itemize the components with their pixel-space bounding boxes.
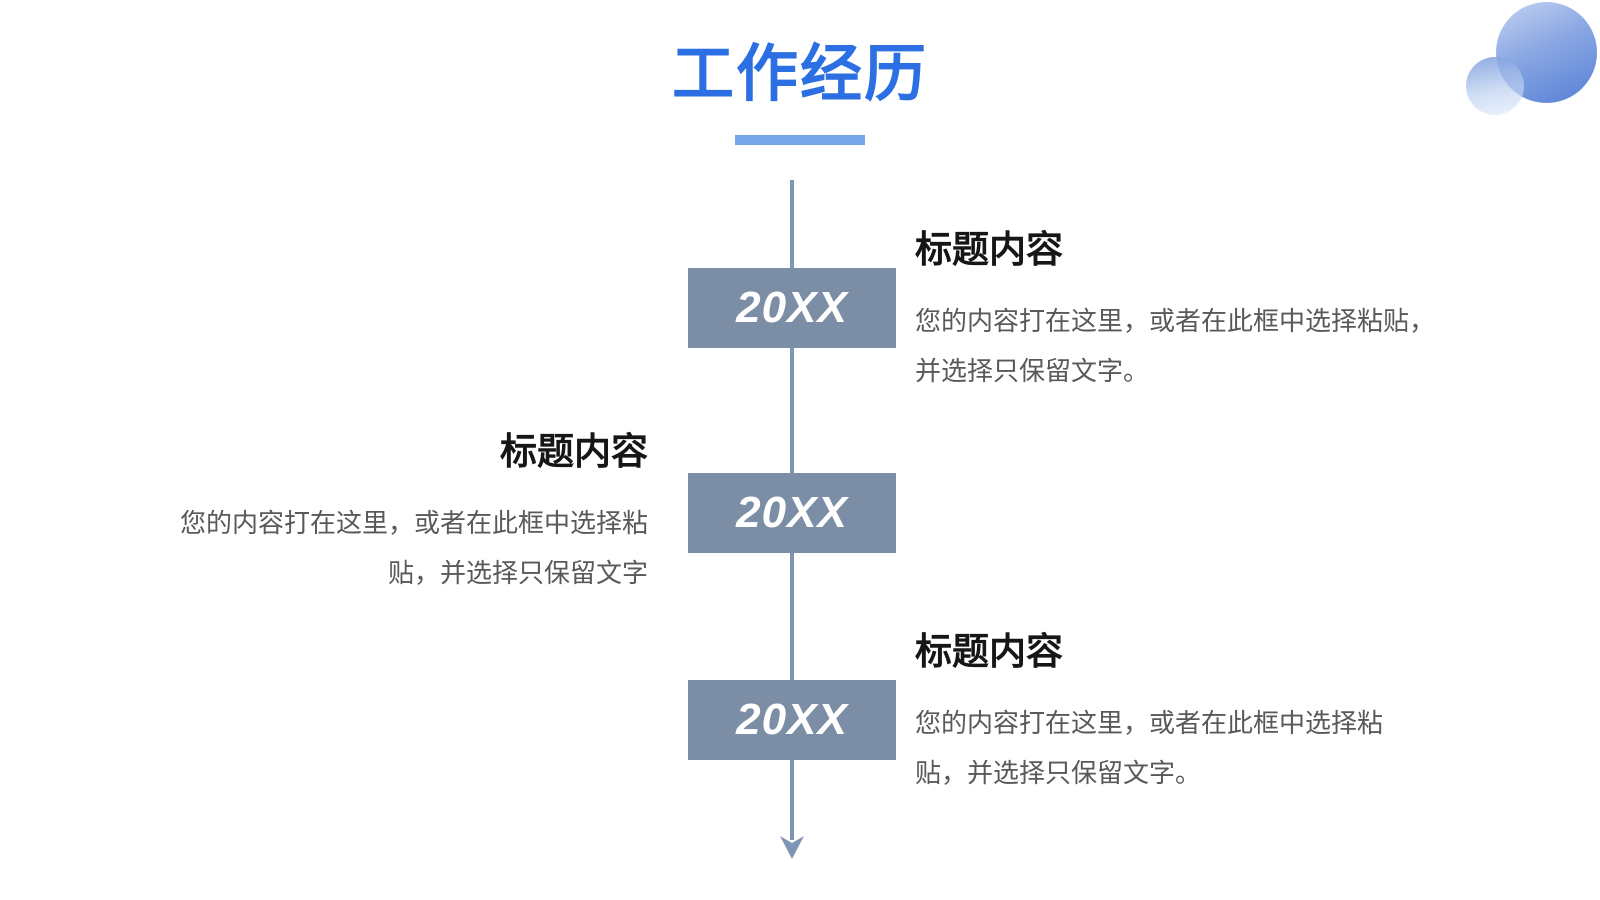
timeline-entry-3: 标题内容 您的内容打在这里，或者在此框中选择粘 贴，并选择只保留文字。 bbox=[915, 630, 1383, 798]
year-label: 20XX bbox=[736, 283, 848, 332]
slide-title: 工作经历 bbox=[671, 40, 928, 109]
entry-body-line: 贴，并选择只保留文字。 bbox=[915, 758, 1202, 788]
timeline-arrow-down-icon bbox=[780, 836, 804, 859]
year-label: 20XX bbox=[736, 488, 848, 537]
entry-body-line: 您的内容打在这里，或者在此框中选择粘贴， bbox=[915, 306, 1436, 336]
timeline-year-box-2: 20XX bbox=[688, 473, 896, 553]
entry-body-line: 您的内容打在这里，或者在此框中选择粘 bbox=[179, 508, 648, 538]
title-underline bbox=[735, 135, 865, 145]
timeline-entry-2: 标题内容 您的内容打在这里，或者在此框中选择粘 贴，并选择只保留文字 bbox=[150, 430, 648, 598]
entry-body-line: 贴，并选择只保留文字 bbox=[387, 558, 648, 588]
timeline-year-box-3: 20XX bbox=[688, 680, 896, 760]
entry-heading: 标题内容 bbox=[500, 431, 648, 472]
year-label: 20XX bbox=[736, 695, 848, 744]
entry-heading: 标题内容 bbox=[915, 229, 1063, 270]
decorative-circle-small bbox=[1466, 57, 1524, 115]
entry-heading: 标题内容 bbox=[915, 631, 1063, 672]
entry-body-line: 您的内容打在这里，或者在此框中选择粘 bbox=[915, 708, 1384, 738]
timeline-entry-1: 标题内容 您的内容打在这里，或者在此框中选择粘贴， 并选择只保留文字。 bbox=[915, 228, 1435, 396]
timeline-year-box-1: 20XX bbox=[688, 268, 896, 348]
entry-body-line: 并选择只保留文字。 bbox=[915, 356, 1150, 386]
